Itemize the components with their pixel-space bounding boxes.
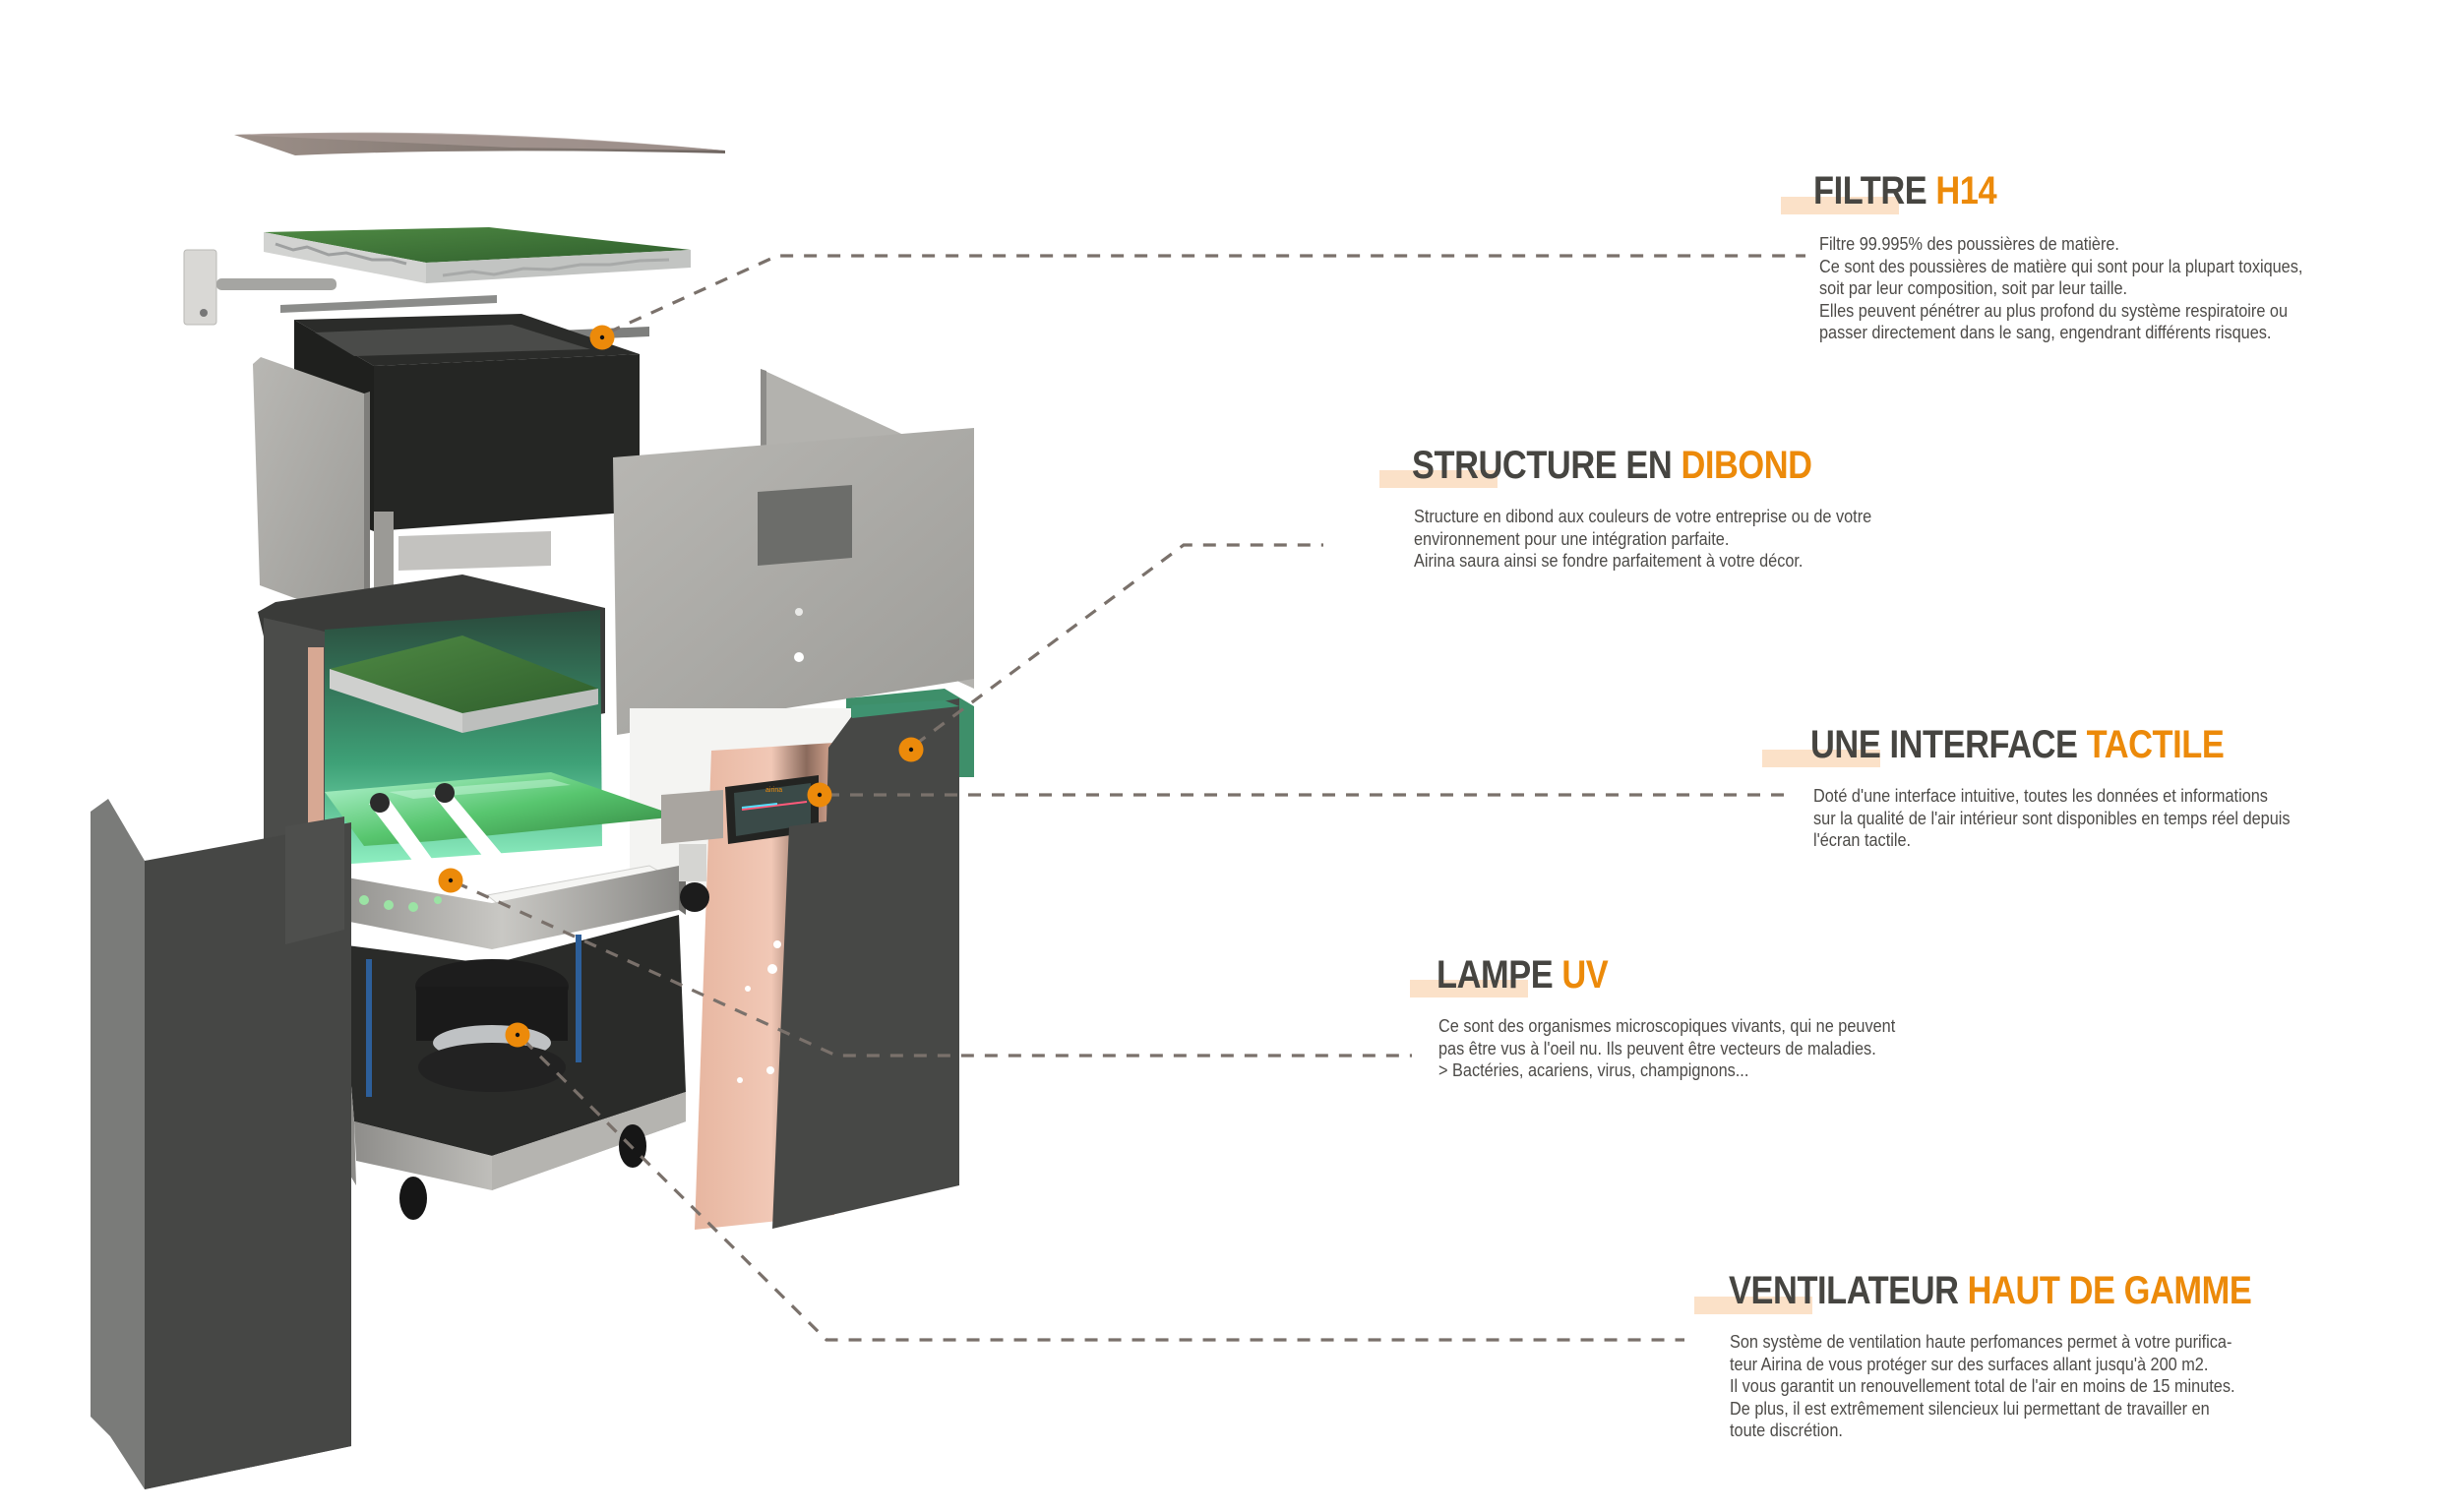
h14-filter: [264, 227, 691, 283]
description-line: Elles peuvent pénétrer au plus profond d…: [1819, 299, 2289, 321]
description-line: Structure en dibond aux couleurs de votr…: [1414, 506, 1872, 526]
description-line: passer directement dans le sang, engendr…: [1819, 322, 2272, 342]
screen-bracket: [661, 790, 723, 912]
callout-title: FILTRE H14: [1813, 169, 1997, 212]
leader-line-filtre: [607, 254, 1805, 334]
description-line: pas être vus à l'oeil nu. Ils peuvent êt…: [1438, 1037, 1876, 1058]
description-line: Airina saura ainsi se fondre parfaitemen…: [1414, 550, 1804, 571]
callout-description: Doté d'une interface intuitive, toutes l…: [1813, 785, 2291, 852]
callout-description: Son système de ventilation haute perfoma…: [1730, 1331, 2235, 1442]
description-line: Ce sont des organismes microscopiques vi…: [1438, 1015, 1896, 1036]
hotspot-lampe[interactable]: [438, 868, 463, 893]
callout-interface: UNE INTERFACE TACTILE Doté d'une interfa…: [1762, 723, 2291, 850]
leader-line-ventilateur: [521, 1038, 1684, 1342]
description-line: Doté d'une interface intuitive, toutes l…: [1813, 785, 2268, 806]
description-line: environnement pour une intégration parfa…: [1414, 527, 1730, 549]
inner-bracket: [398, 531, 551, 571]
title-accent: TACTILE: [2086, 723, 2225, 766]
front-right-steel-panel: [613, 428, 974, 735]
title-main: VENTILATEUR: [1729, 1269, 1959, 1312]
title-accent: H14: [1935, 169, 1997, 212]
hotspot-structure[interactable]: [898, 737, 924, 762]
heading-highlight-bar: [1762, 750, 1880, 767]
uv-lamp-tray: [325, 772, 686, 984]
callout-title: VENTILATEUR HAUT DE GAMME: [1729, 1269, 2252, 1312]
description-line: De plus, il est extrêmement silencieux l…: [1730, 1397, 2210, 1419]
secondary-filter: [330, 635, 598, 733]
callout-filtre: FILTRE H14 Filtre 99.995% des poussières…: [1781, 169, 2302, 342]
title-main: STRUCTURE EN: [1412, 444, 1673, 487]
callout-title: LAMPE UV: [1437, 953, 1609, 997]
callout-description: Filtre 99.995% des poussières de matière…: [1819, 233, 2302, 344]
air-sensor-module: [183, 249, 336, 326]
top-cover-sheet: [234, 132, 725, 155]
callout-description: Structure en dibond aux couleurs de votr…: [1414, 506, 1871, 573]
hotspot-ventilateur[interactable]: [505, 1022, 530, 1048]
right-dark-door: [772, 698, 959, 1229]
description-line: teur Airina de vous protéger sur des sur…: [1730, 1353, 2209, 1374]
description-line: toute discrétion.: [1730, 1420, 1843, 1440]
description-line: > Bactéries, acariens, virus, champignon…: [1438, 1059, 1749, 1080]
description-line: l'écran tactile.: [1813, 829, 1912, 850]
callout-title: UNE INTERFACE TACTILE: [1810, 723, 2225, 766]
description-line: Son système de ventilation haute perfoma…: [1730, 1331, 2232, 1352]
description-line: soit par leur composition, soit par leur…: [1819, 277, 2128, 298]
callout-structure: STRUCTURE EN DIBOND Structure en dibond …: [1379, 444, 1871, 571]
title-main: LAMPE: [1437, 953, 1554, 997]
description-line: sur la qualité de l'air intérieur sont d…: [1813, 807, 2291, 828]
fan-base-assembly: [339, 915, 686, 1220]
callout-ventilateur: VENTILATEUR HAUT DE GAMME Son système de…: [1694, 1269, 2302, 1440]
hotspot-interface[interactable]: [807, 782, 832, 808]
heading-highlight-bar: [1694, 1297, 1812, 1314]
screen-brand-logo: airina: [765, 787, 782, 794]
title-main: FILTRE: [1813, 169, 1927, 212]
heading-highlight-bar: [1410, 980, 1528, 998]
description-line: Il vous garantit un renouvellement total…: [1730, 1375, 2235, 1396]
title-main: UNE INTERFACE: [1810, 723, 2078, 766]
callout-title: STRUCTURE EN DIBOND: [1412, 444, 1812, 487]
title-accent: DIBOND: [1681, 444, 1812, 487]
hotspot-filtre[interactable]: [589, 325, 615, 350]
heading-highlight-bar: [1379, 470, 1498, 488]
left-dark-door: [91, 799, 351, 1489]
heading-highlight-bar: [1781, 197, 1899, 214]
title-accent: UV: [1561, 953, 1609, 997]
leader-line-structure: [914, 543, 1323, 747]
callout-lampe: LAMPE UV Ce sont des organismes microsco…: [1410, 953, 1895, 1080]
callout-description: Ce sont des organismes microscopiques vi…: [1438, 1015, 1895, 1082]
description-line: Ce sont des poussières de matière qui so…: [1819, 255, 2303, 276]
description-line: Filtre 99.995% des poussières de matière…: [1819, 233, 2119, 254]
title-accent: HAUT DE GAMME: [1967, 1269, 2252, 1312]
